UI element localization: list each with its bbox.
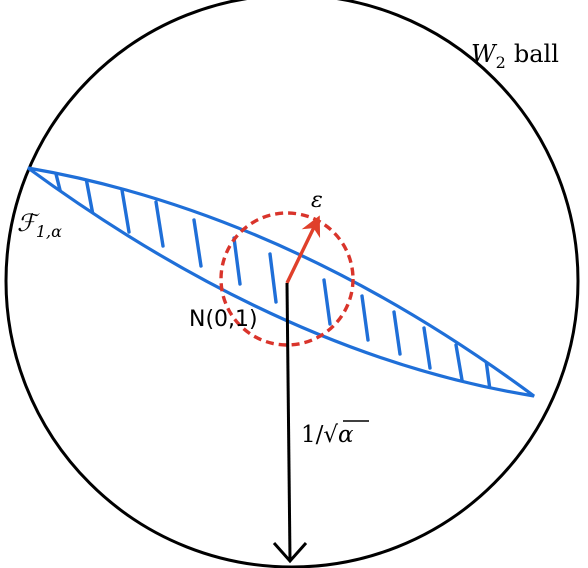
f-set-label: ℱ1,α: [17, 209, 62, 241]
hatch-line: [422, 326, 432, 370]
hatch-line: [232, 236, 242, 286]
hatch-line: [192, 218, 203, 268]
f-set-outline: [27, 166, 535, 398]
radius-label: 1/√α: [301, 422, 354, 448]
epsilon-ball: [219, 211, 355, 347]
hatch-line: [322, 278, 332, 326]
radius-arrowhead: [272, 542, 308, 564]
epsilon-label: ε: [311, 188, 323, 213]
center-label: N(0,1): [189, 307, 258, 332]
w2-ball-circle: [4, 0, 580, 568]
radius-arrow-shaft: [285, 282, 292, 561]
hatch-line: [120, 188, 131, 234]
hatch-line: [360, 294, 370, 342]
hatch-line: [454, 343, 464, 382]
f-set-hatching: [53, 168, 492, 392]
hatch-line: [484, 358, 492, 392]
epsilon-arrow: [285, 215, 321, 284]
hatch-line: [84, 176, 95, 217]
hatch-line: [268, 252, 278, 304]
hatch-line: [154, 200, 165, 248]
hatch-line: [392, 310, 402, 356]
